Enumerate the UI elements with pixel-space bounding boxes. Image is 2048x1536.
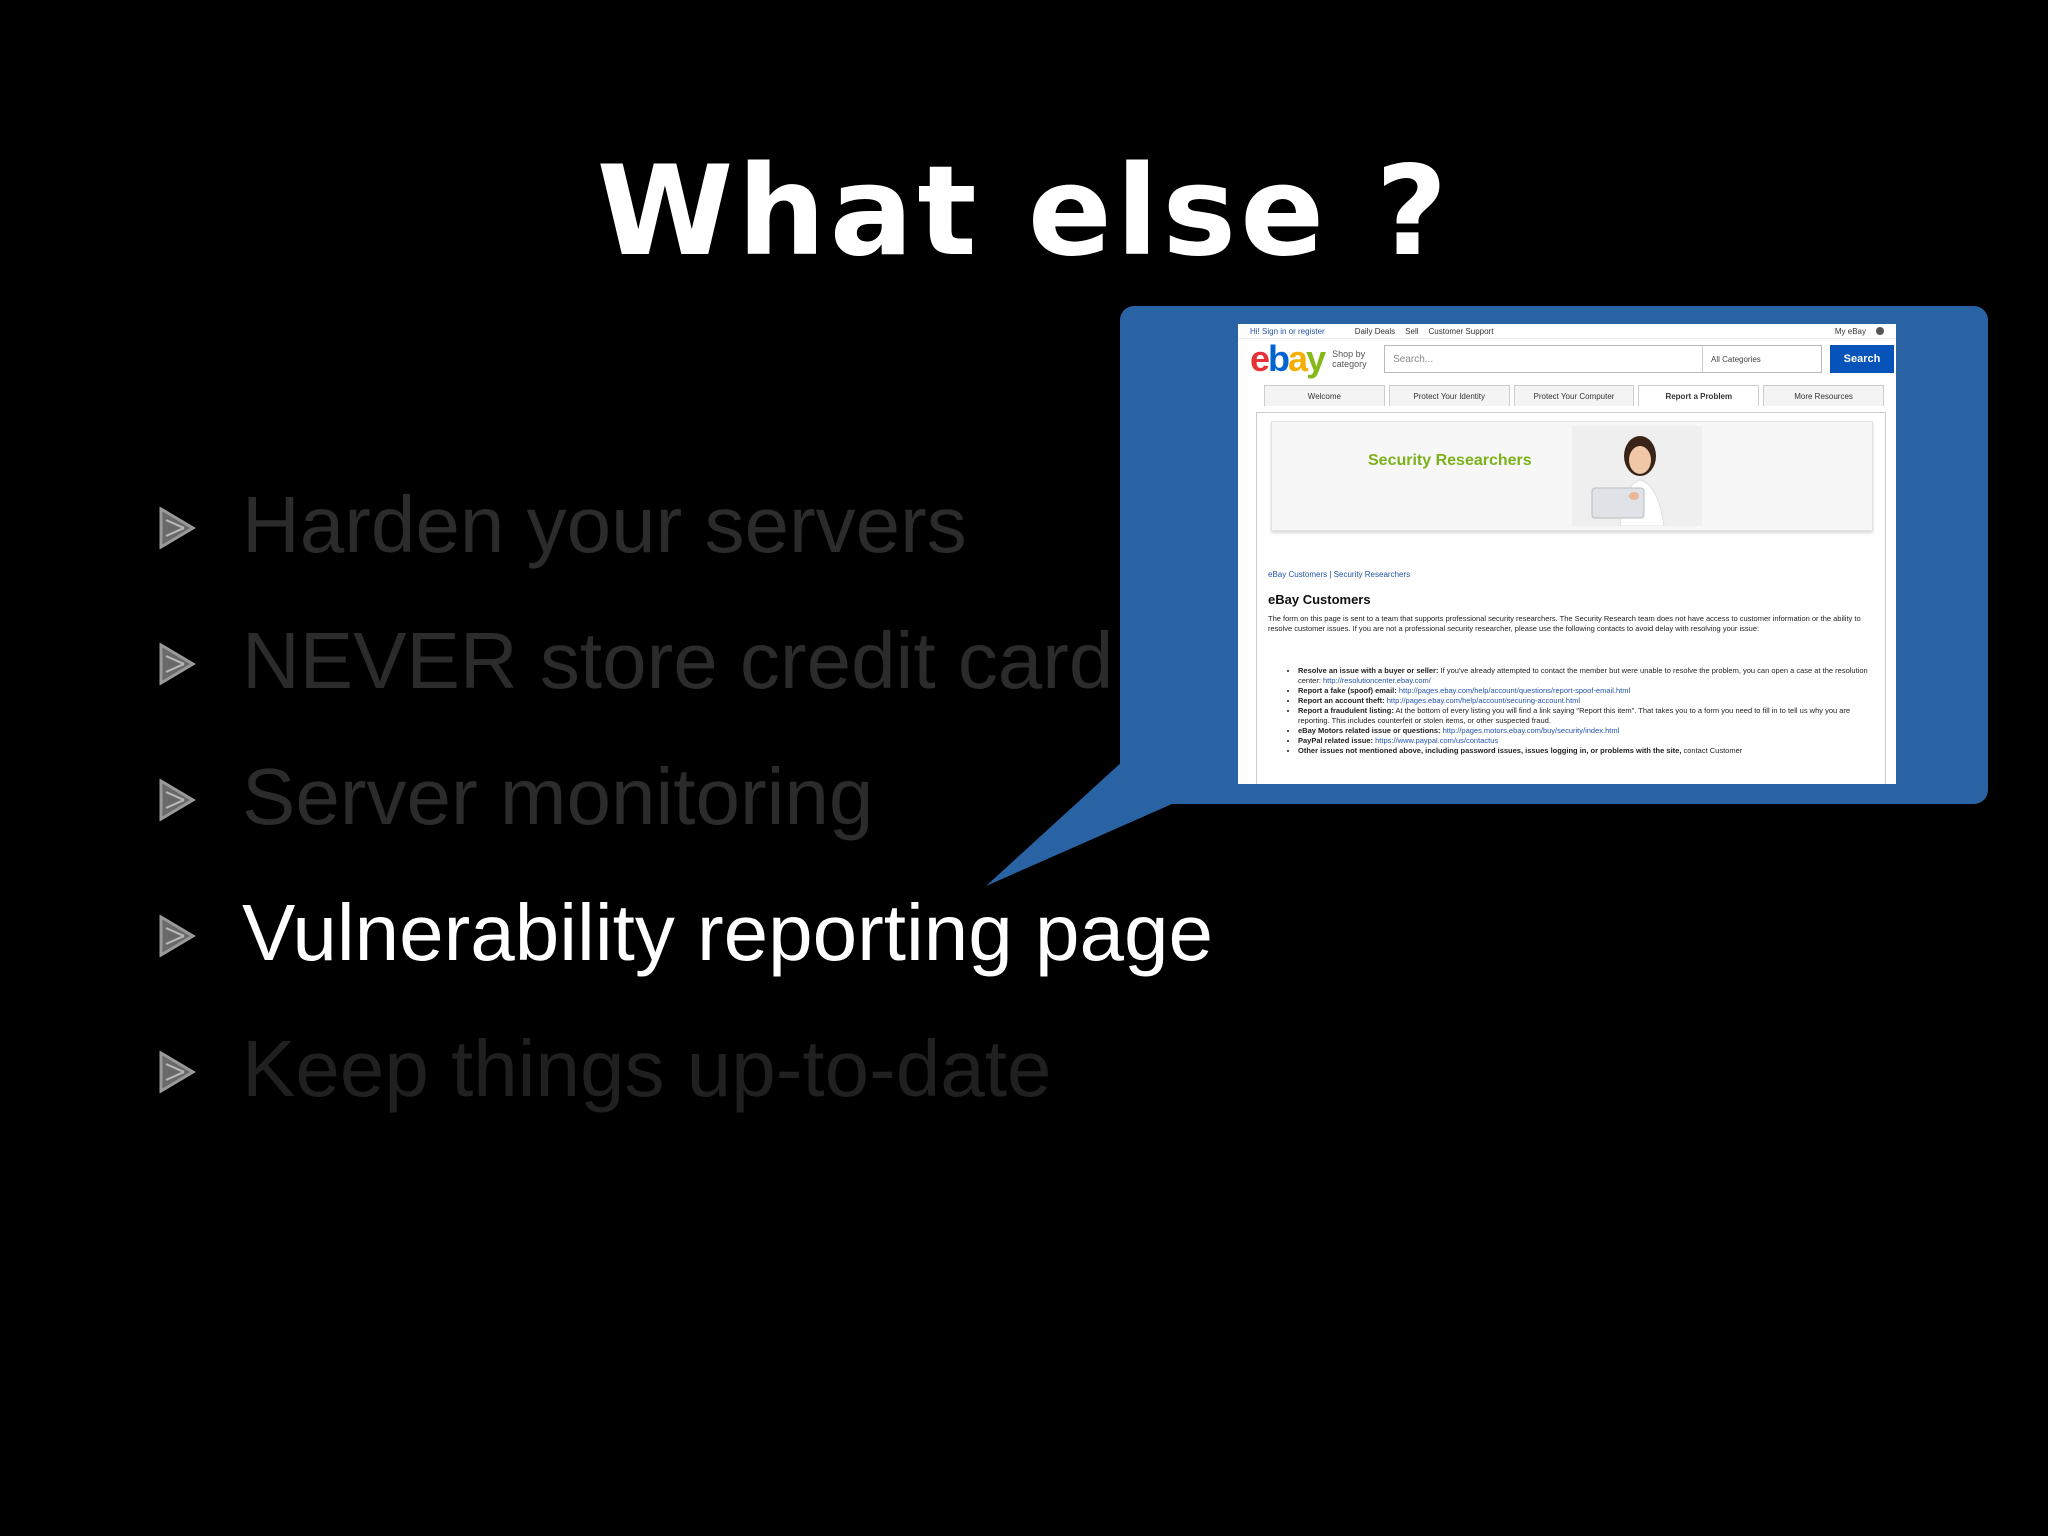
list-item: eBay Motors related issue or questions: … xyxy=(1298,726,1878,736)
bullet-item: Harden your servers xyxy=(158,470,967,580)
ebay-logo[interactable]: ebay xyxy=(1250,338,1326,379)
my-ebay-link[interactable]: My eBay xyxy=(1834,326,1866,336)
ebay-tabs: Welcome Protect Your Identity Protect Yo… xyxy=(1238,385,1896,406)
list-item: Other issues not mentioned above, includ… xyxy=(1298,746,1878,756)
bullet-item: Keep things up-to-date xyxy=(158,1014,1051,1124)
resolution-link[interactable]: http://resolutioncenter.ebay.com/ xyxy=(1323,676,1431,685)
category-select[interactable]: All Categories xyxy=(1702,346,1821,372)
slide-title: What else ? xyxy=(596,140,1452,284)
content-panel: Security Researchers xyxy=(1256,412,1886,784)
account-icon[interactable] xyxy=(1876,327,1884,335)
woman-with-laptop-image xyxy=(1572,426,1702,526)
triangle-bullet-icon xyxy=(159,642,196,686)
spoof-link[interactable]: http://pages.ebay.com/help/account/quest… xyxy=(1398,686,1631,695)
intro-text: The form on this page is sent to a team … xyxy=(1268,614,1861,633)
triangle-bullet-icon xyxy=(159,1050,196,1094)
search-input[interactable]: Search... All Categories xyxy=(1384,345,1822,373)
bullet-label: Harden your servers xyxy=(242,480,967,569)
daily-deals-link[interactable]: Daily Deals xyxy=(1354,326,1396,336)
banner-title: Security Researchers xyxy=(1368,452,1532,469)
triangle-bullet-icon xyxy=(159,506,196,550)
bullet-label: NEVER store credit card xyxy=(242,616,1114,705)
motors-link[interactable]: http://pages.motors.ebay.com/buy/securit… xyxy=(1442,726,1620,735)
triangle-bullet-icon xyxy=(159,914,196,958)
list-item: Report a fake (spoof) email: http://page… xyxy=(1298,686,1878,696)
bullet-item: NEVER store credit card xyxy=(158,606,1113,716)
tab-protect-computer[interactable]: Protect Your Computer xyxy=(1513,385,1635,406)
signin-link[interactable]: Hi! Sign in or register xyxy=(1250,326,1325,336)
page-heading: eBay Customers xyxy=(1268,592,1371,607)
search-button[interactable]: Search xyxy=(1830,345,1894,373)
tab-protect-identity[interactable]: Protect Your Identity xyxy=(1388,385,1510,406)
ebay-header: ebay Shop by category Search... All Cate… xyxy=(1238,339,1896,379)
bullet-item: Vulnerability reporting page xyxy=(158,878,1213,988)
breadcrumb[interactable]: eBay Customers | Security Researchers xyxy=(1268,570,1411,579)
tab-report-problem[interactable]: Report a Problem xyxy=(1638,385,1760,406)
list-item: Report a fraudulent listing: At the bott… xyxy=(1298,706,1878,726)
search-placeholder: Search... xyxy=(1393,353,1434,365)
sell-link[interactable]: Sell xyxy=(1405,326,1419,336)
ebay-topbar: Hi! Sign in or register Daily Deals Sell… xyxy=(1238,324,1896,339)
bullet-item: Server monitoring xyxy=(158,742,873,852)
contact-list: Resolve an issue with a buyer or seller:… xyxy=(1298,666,1878,756)
paypal-link[interactable]: https://www.paypal.com/us/contactus xyxy=(1375,736,1499,745)
list-item: Report an account theft: http://pages.eb… xyxy=(1298,696,1878,706)
triangle-bullet-icon xyxy=(159,778,196,822)
bullet-label: Keep things up-to-date xyxy=(242,1024,1052,1113)
list-item: PayPal related issue: https://www.paypal… xyxy=(1298,736,1878,746)
tab-more-resources[interactable]: More Resources xyxy=(1763,385,1884,406)
security-banner: Security Researchers xyxy=(1271,421,1873,531)
account-theft-link[interactable]: http://pages.ebay.com/help/account/secur… xyxy=(1386,696,1581,705)
bullet-label: Vulnerability reporting page xyxy=(242,888,1213,977)
shop-by-category[interactable]: Shop by category xyxy=(1332,349,1367,369)
ebay-screenshot: Hi! Sign in or register Daily Deals Sell… xyxy=(1238,324,1896,784)
tab-welcome[interactable]: Welcome xyxy=(1264,385,1385,406)
list-item: Resolve an issue with a buyer or seller:… xyxy=(1298,666,1878,686)
bullet-label: Server monitoring xyxy=(242,752,874,841)
support-link[interactable]: Customer Support xyxy=(1428,326,1494,336)
